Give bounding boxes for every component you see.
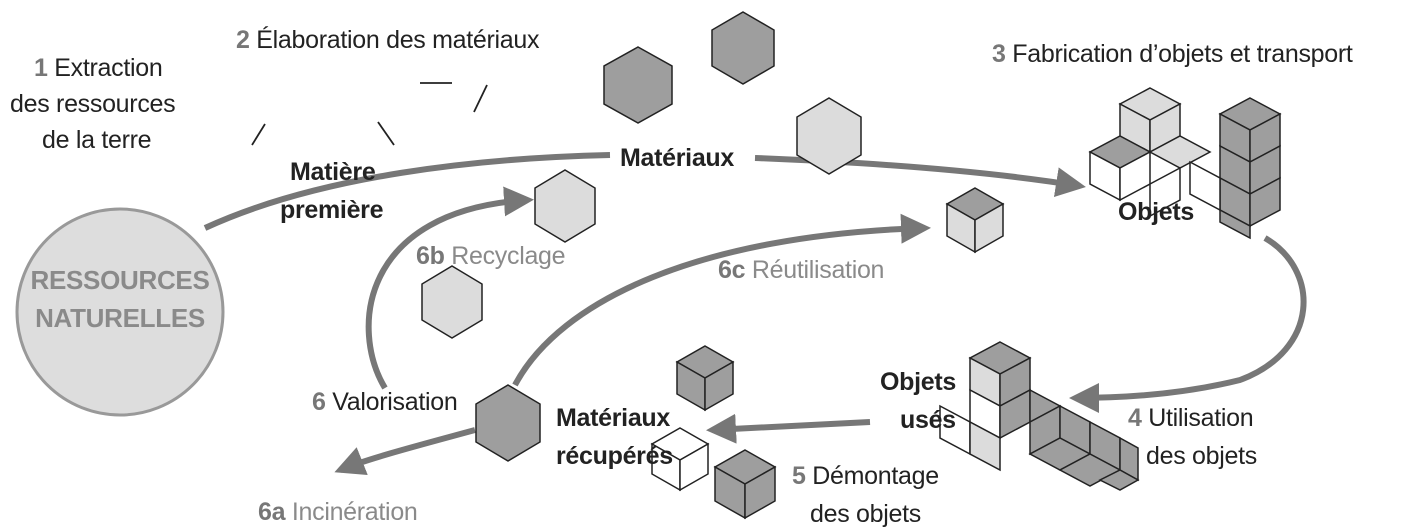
- step-4-line2: des objets: [1146, 442, 1257, 470]
- step-2-text: Élaboration des matériaux: [256, 26, 540, 54]
- step-2-number: 2: [236, 26, 250, 54]
- arrow-materiaux-to-objets: [754, 155, 1086, 198]
- objets-uses-cube-stack: [939, 341, 1140, 491]
- hexagon-material-2: [711, 11, 775, 85]
- step-6c-label: 6c Réutilisation: [718, 254, 884, 286]
- cube-recupere-2: [713, 449, 777, 520]
- step-4-number: 4: [1128, 404, 1142, 432]
- matiere-line2: première: [280, 196, 384, 224]
- step-1-label: 1 Extraction: [34, 52, 163, 84]
- step-6b-label: 6b Recyclage: [416, 240, 566, 272]
- step-6-text: Valorisation: [332, 388, 458, 416]
- step-5-line1: Démontage: [812, 462, 939, 490]
- materiaux-recuperes-line1: Matériaux: [556, 404, 671, 432]
- step-3-number: 3: [992, 40, 1006, 68]
- step-1-line3: de la terre: [42, 126, 152, 154]
- arrow-valorisation-incineration: [334, 427, 476, 476]
- step-6b-text: Recyclage: [451, 242, 566, 270]
- step-1-number: 1: [34, 54, 48, 82]
- arrow-ressources-to-materiaux: [203, 152, 611, 231]
- step-6b-number: 6b: [416, 242, 445, 270]
- arrow-objets-to-utilisation: [1069, 235, 1307, 413]
- objets-label: Objets: [1118, 198, 1194, 226]
- ressources-line2: NATURELLES: [35, 303, 205, 333]
- materiaux-recuperes-line2: récupérés: [556, 442, 673, 470]
- step-5-label: 5 Démontage: [792, 460, 939, 492]
- cube-recupere-outline: [650, 427, 710, 492]
- cube-recupere-1: [675, 345, 735, 412]
- step-1-line1: Extraction: [54, 54, 163, 82]
- step-4-line1: Utilisation: [1148, 404, 1254, 432]
- step-6-label: 6 Valorisation: [312, 386, 458, 418]
- step-2-label: 2 Élaboration des matériaux: [236, 24, 540, 56]
- step-6c-number: 6c: [718, 256, 746, 284]
- step-6a-text: Incinération: [291, 498, 418, 526]
- objets-cube-stack: [1088, 87, 1282, 240]
- hexagon-recycle-2: [421, 265, 483, 339]
- hexagon-recycle-1: [534, 169, 596, 243]
- step-6a-number: 6a: [258, 498, 286, 526]
- step-6c-text: Réutilisation: [751, 256, 885, 284]
- ressources-line1: RESSOURCES: [30, 265, 210, 295]
- step-4-label: 4 Utilisation: [1128, 402, 1254, 434]
- arrow-uses-to-recuperes: [706, 413, 871, 444]
- step-5-number: 5: [792, 462, 806, 490]
- step-3-label: 3 Fabrication d’objets et transport: [992, 38, 1353, 70]
- arrow-valorisation-recyclage: [365, 186, 534, 390]
- hexagon-material-1: [603, 46, 673, 124]
- ressources-naturelles-circle: [15, 207, 225, 417]
- hexagon-valorisation: [475, 384, 541, 462]
- objets-uses-line2: usés: [900, 406, 956, 434]
- cube-reutilisation: [945, 187, 1005, 254]
- arrow-valorisation-reutilisation: [512, 213, 931, 387]
- step-6-number: 6: [312, 388, 326, 416]
- step-3-text: Fabrication d’objets et transport: [1012, 40, 1353, 68]
- step-1-line2: des ressources: [10, 90, 176, 118]
- matiere-line1: Matière: [290, 158, 376, 186]
- objets-uses-line1: Objets: [880, 368, 956, 396]
- step-5-line2: des objets: [810, 500, 921, 528]
- step-6a-label: 6a Incinération: [258, 496, 418, 528]
- materiaux-label: Matériaux: [620, 144, 735, 172]
- extraction-motion-lines: [251, 82, 488, 146]
- hexagon-material-3: [796, 97, 862, 175]
